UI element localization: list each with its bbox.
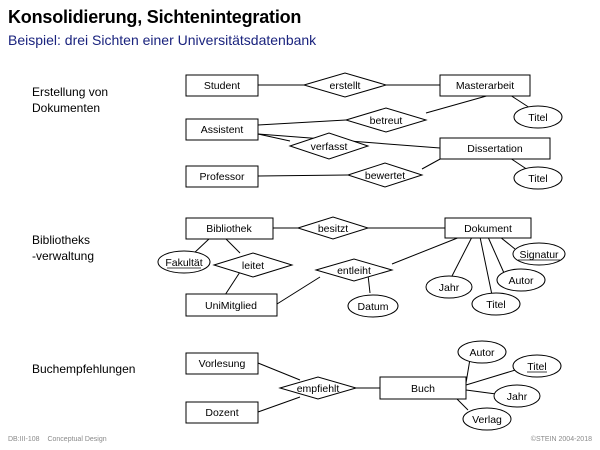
attribute-titel-masterarbeit [513, 105, 563, 129]
footer-copyright: ©STEIN 2004-2018 [530, 436, 592, 443]
entity-vorlesung [185, 352, 259, 375]
section-label-line: Bibliotheks [32, 233, 91, 247]
entity-buch-label: Buch [411, 383, 435, 395]
section-label-line: Dokumenten [32, 101, 101, 115]
attribute-titel-buch [512, 354, 562, 378]
entity-professor-label: Professor [200, 171, 245, 183]
attribute-signatur-label: Signatur [519, 249, 559, 261]
attribute-verlag [462, 407, 512, 431]
page-title: Konsolidierung, Sichtenintegration [8, 7, 302, 27]
relationship-betreut-label: betreut [370, 115, 403, 127]
footer-left: DB:III-108 Conceptual Design [8, 436, 107, 443]
entity-student [185, 74, 259, 97]
section-label-dokumente: Erstellung von Dokumenten [32, 84, 108, 116]
relationship-verfasst [288, 132, 370, 160]
relationship-bewertet [346, 162, 424, 188]
entity-bibliothek-label: Bibliothek [206, 223, 252, 235]
entity-bibliothek [185, 217, 274, 240]
relationship-betreut [344, 107, 428, 133]
attribute-signatur [512, 242, 566, 266]
relationship-leitet [212, 252, 294, 278]
entity-dozent [185, 401, 259, 424]
attribute-datum [347, 294, 399, 318]
attribute-autor-buch-label: Autor [469, 347, 495, 359]
footer-topic: Conceptual Design [47, 436, 107, 443]
entity-vorlesung-label: Vorlesung [199, 358, 246, 370]
relationship-besitzt [296, 216, 370, 240]
attribute-titel-dissertation [513, 166, 563, 190]
attribute-autor-dokument-label: Autor [508, 275, 534, 287]
attribute-titel-dokument [471, 292, 521, 316]
relationship-empfiehlt [278, 376, 358, 400]
relationship-erstellt-label: erstellt [330, 80, 361, 92]
relationship-verfasst-label: verfasst [311, 141, 348, 153]
entity-assistent-label: Assistent [201, 124, 244, 136]
entity-dissertation [439, 137, 551, 160]
entity-masterarbeit [439, 74, 531, 97]
relationship-entleiht [314, 258, 394, 282]
entity-professor [185, 165, 259, 188]
relationship-bewertet-label: bewertet [365, 170, 405, 182]
entity-buch [379, 376, 467, 400]
attribute-jahr-dokument [425, 275, 473, 299]
footer-slide-code: DB:III-108 [8, 436, 40, 443]
entity-unimitglied-label: UniMitglied [205, 300, 257, 312]
entity-dozent-label: Dozent [205, 407, 238, 419]
entity-dokument-label: Dokument [464, 223, 512, 235]
relationship-erstellt [302, 72, 388, 98]
attribute-autor-dokument [496, 268, 546, 292]
attribute-jahr-dokument-label: Jahr [439, 282, 460, 294]
relationship-besitzt-label: besitzt [318, 223, 348, 235]
attribute-titel-dissertation-label: Titel [528, 173, 547, 185]
attribute-autor-buch [457, 340, 507, 364]
attribute-fakultaet [157, 250, 211, 274]
attribute-fakultaet-label: Fakultät [165, 257, 202, 269]
section-label-line: -verwaltung [32, 249, 95, 263]
section-label-buchempfehlungen: Buchempfehlungen [32, 362, 136, 376]
entity-masterarbeit-label: Masterarbeit [456, 80, 514, 92]
entity-unimitglied [185, 293, 278, 317]
attribute-verlag-label: Verlag [472, 414, 502, 426]
attribute-datum-label: Datum [358, 301, 389, 313]
attribute-titel-dokument-label: Titel [486, 299, 505, 311]
section-label-line: Erstellung von [32, 85, 109, 99]
entity-dokument [444, 217, 532, 239]
entity-dissertation-label: Dissertation [467, 143, 523, 155]
section-label-bibliothek: Bibliotheks -verwaltung [32, 232, 94, 264]
relationship-empfiehlt-label: empfiehlt [297, 383, 340, 395]
page-subtitle: Beispiel: drei Sichten einer Universität… [8, 32, 317, 48]
relationship-entleiht-label: entleiht [337, 265, 371, 277]
attribute-titel-buch-label: Titel [527, 361, 546, 373]
entity-assistent [185, 118, 259, 141]
attribute-titel-masterarbeit-label: Titel [528, 112, 547, 124]
entity-student-label: Student [204, 80, 240, 92]
attribute-jahr-buch-label: Jahr [507, 391, 528, 403]
attribute-jahr-buch [493, 384, 541, 408]
relationship-leitet-label: leitet [242, 260, 264, 272]
